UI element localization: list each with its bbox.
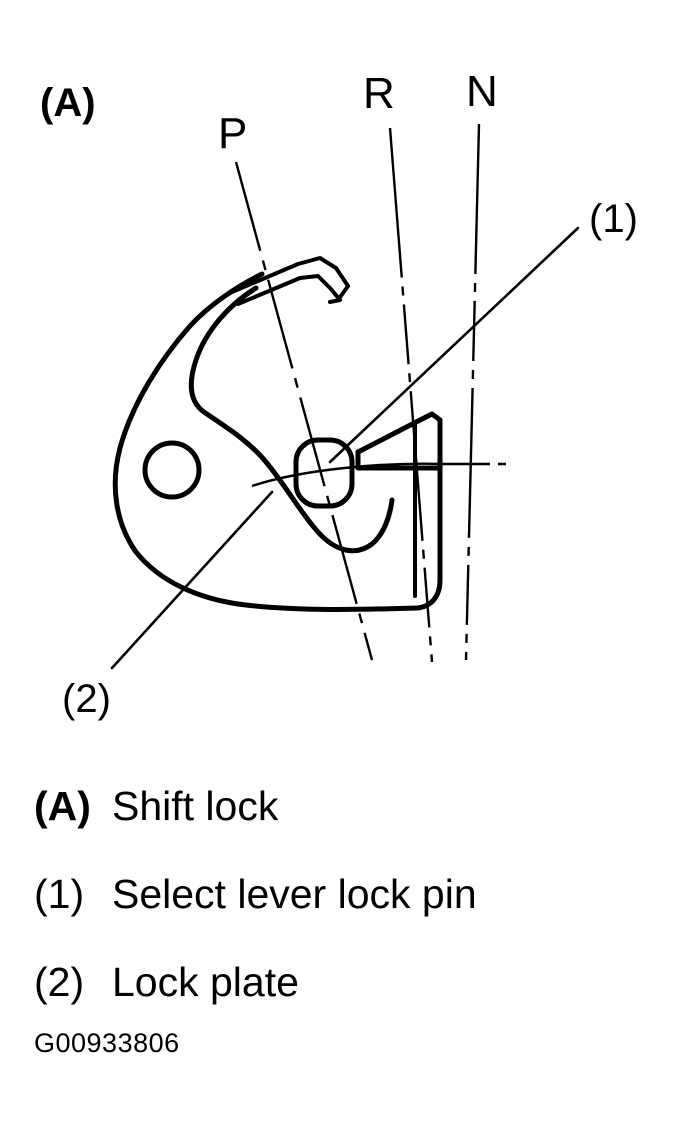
legend-description: Shift lock bbox=[112, 783, 279, 829]
callout-1-leader bbox=[328, 226, 580, 464]
legend-description: Select lever lock pin bbox=[112, 871, 477, 917]
legend-row: (1) Select lever lock pin bbox=[0, 850, 679, 938]
callout-label-2: (2) bbox=[62, 677, 111, 721]
hook-arm-tip bbox=[336, 284, 350, 302]
callout-2-leader bbox=[110, 490, 274, 670]
legend-description: Lock plate bbox=[112, 959, 299, 1005]
panel-label-a: (A) bbox=[40, 81, 96, 125]
technical-diagram-figure: (A) P R N (1) (2) bbox=[40, 67, 638, 721]
legend-key: (2) bbox=[34, 959, 85, 1005]
legend-row: (2) Lock plate bbox=[0, 938, 679, 1026]
hook-arm-upper-edge bbox=[230, 256, 350, 294]
gear-label-n: N bbox=[466, 67, 498, 116]
shift-lock-drawing: (A) P R N (1) (2) bbox=[40, 67, 638, 721]
lock-pin-outline bbox=[293, 437, 355, 509]
gear-position-centerlines bbox=[234, 123, 481, 663]
centerline-horizontal bbox=[251, 462, 512, 488]
centerline-n bbox=[464, 123, 481, 661]
legend-key: (1) bbox=[34, 871, 85, 917]
bracket-right-outer bbox=[415, 417, 443, 611]
hook-arm bbox=[230, 256, 350, 306]
lock-plate-inner-contour bbox=[188, 285, 395, 554]
lock-plate-outline bbox=[112, 271, 421, 612]
legend-row: (A) Shift lock bbox=[0, 762, 679, 850]
gear-label-r: R bbox=[363, 69, 395, 118]
bracket-upper-face bbox=[355, 411, 443, 455]
centerline-r bbox=[388, 127, 434, 663]
gear-label-p: P bbox=[218, 109, 247, 158]
legend: (A) Shift lock (1) Select lever lock pin… bbox=[0, 762, 679, 1026]
callout-label-1: (1) bbox=[589, 197, 638, 241]
figure-code: G00933806 bbox=[34, 1028, 180, 1058]
select-lever-lock-pin bbox=[293, 437, 355, 509]
centerline-p bbox=[234, 161, 374, 661]
right-bracket bbox=[355, 411, 443, 611]
pivot-hole bbox=[142, 440, 202, 500]
lock-plate-body bbox=[112, 271, 421, 612]
legend-key: (A) bbox=[34, 783, 91, 829]
